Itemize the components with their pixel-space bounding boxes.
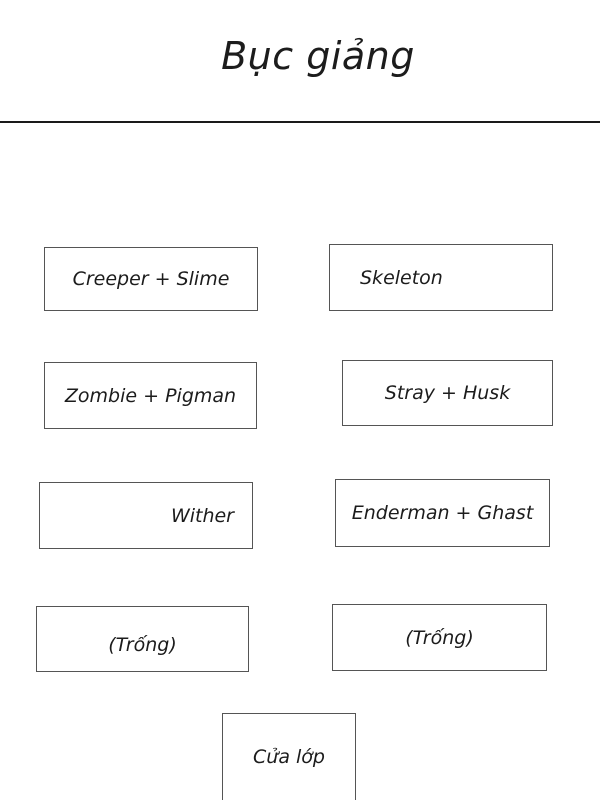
seat-label: Skeleton <box>360 266 443 289</box>
seat-box-stray-husk: Stray + Husk <box>342 360 553 426</box>
podium-divider-line <box>0 121 600 123</box>
seat-box-empty-right: (Trống) <box>332 604 547 671</box>
seat-box-creeper-slime: Creeper + Slime <box>44 247 258 311</box>
seat-label: (Trống) <box>405 626 474 649</box>
seat-box-wither: Wither <box>39 482 253 549</box>
seat-label: Wither <box>170 504 234 527</box>
seat-box-skeleton: Skeleton <box>329 244 553 311</box>
seat-label: Creeper + Slime <box>72 268 230 290</box>
door-label: Cửa lớp <box>253 746 325 768</box>
seat-label: Enderman + Ghast <box>351 502 534 524</box>
seat-box-empty-left: (Trống) <box>36 606 249 672</box>
seat-label: (Trống) <box>108 634 177 656</box>
classroom-door-box: Cửa lớp <box>222 713 356 800</box>
seat-box-zombie-pigman: Zombie + Pigman <box>44 362 257 429</box>
seat-label: Zombie + Pigman <box>64 384 237 407</box>
podium-title: Bục giảng <box>221 34 415 78</box>
seat-box-enderman-ghast: Enderman + Ghast <box>335 479 550 547</box>
seat-label: Stray + Husk <box>384 382 511 404</box>
